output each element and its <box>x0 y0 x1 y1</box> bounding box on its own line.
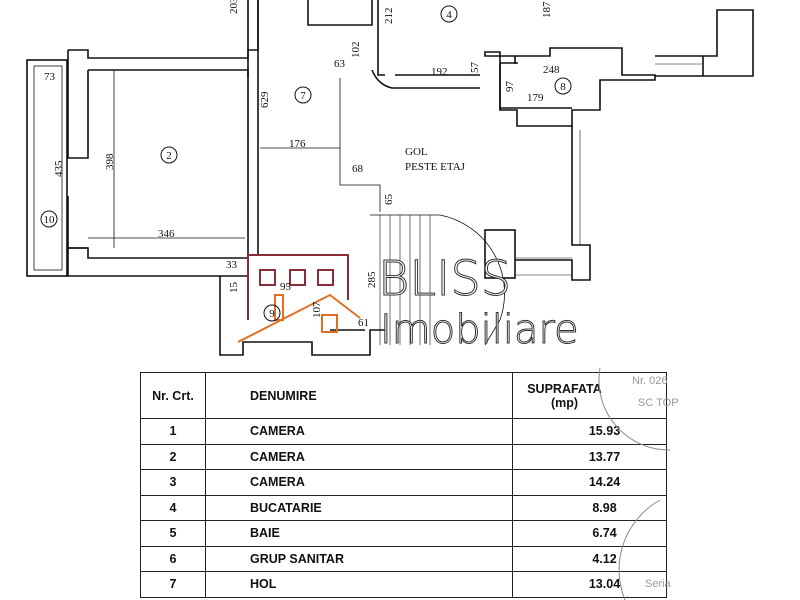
cell-nr: 7 <box>140 571 206 598</box>
cell-name: GRUP SANITAR <box>205 545 513 572</box>
header-nr: Nr. Crt. <box>140 372 206 419</box>
svg-text:7: 7 <box>300 90 306 102</box>
header-area: SUPRAFATA (mp) <box>512 372 667 419</box>
cell-nr: 4 <box>140 494 206 521</box>
dimension-labels: 203 212 187 102 63 73 629 176 68 65 435 … <box>44 0 560 329</box>
cell-area: 15.93 <box>512 418 667 445</box>
svg-text:65: 65 <box>383 194 395 206</box>
svg-text:107: 107 <box>311 301 323 318</box>
svg-text:102: 102 <box>350 42 362 59</box>
cell-name: CAMERA <box>205 443 513 470</box>
svg-text:15: 15 <box>228 282 240 294</box>
cell-area: 13.77 <box>512 443 667 470</box>
svg-text:629: 629 <box>259 91 271 108</box>
room-label-9: 9 <box>263 304 281 322</box>
svg-text:BLISS: BLISS <box>378 251 511 307</box>
cell-nr: 6 <box>140 545 206 572</box>
room-label-8: 8 <box>554 77 572 95</box>
svg-text:33: 33 <box>226 259 238 271</box>
cell-name: BUCATARIE <box>205 494 513 521</box>
svg-text:176: 176 <box>289 138 306 150</box>
svg-text:192: 192 <box>431 66 448 78</box>
cell-name: HOL <box>205 571 513 598</box>
svg-text:61: 61 <box>358 317 369 329</box>
svg-text:4: 4 <box>446 9 452 21</box>
cell-nr: 3 <box>140 469 206 496</box>
cell-area: 8.98 <box>512 494 667 521</box>
cell-name: BAIE <box>205 520 513 547</box>
svg-text:187: 187 <box>541 1 553 18</box>
cell-name: CAMERA <box>205 469 513 496</box>
svg-text:285: 285 <box>366 271 378 288</box>
logo-mark <box>237 254 361 343</box>
header-name: DENUMIRE <box>205 372 513 419</box>
room-labels: 2 4 7 8 9 10 GOL PESTE ETAJ <box>40 5 572 322</box>
void-label: GOL <box>405 146 428 158</box>
room-label-4: 4 <box>440 5 458 23</box>
svg-text:9: 9 <box>269 308 275 320</box>
cell-nr: 2 <box>140 443 206 470</box>
svg-text:63: 63 <box>334 58 346 70</box>
table-header-row: Nr. Crt. DENUMIRE SUPRAFATA (mp) <box>140 372 667 419</box>
floor-plan: 2 4 7 8 9 10 GOL PESTE ETAJ 203 212 187 … <box>26 0 754 356</box>
svg-text:2: 2 <box>166 150 172 162</box>
cell-area: 13.04 <box>512 571 667 598</box>
svg-text:435: 435 <box>53 160 65 177</box>
svg-text:97: 97 <box>504 81 516 93</box>
svg-text:398: 398 <box>104 153 116 170</box>
svg-text:346: 346 <box>158 228 175 240</box>
svg-text:10: 10 <box>44 214 56 226</box>
svg-text:203: 203 <box>228 0 240 14</box>
svg-text:95: 95 <box>280 281 292 293</box>
room-label-10: 10 <box>40 210 58 228</box>
svg-text:68: 68 <box>352 163 364 175</box>
room-label-7: 7 <box>294 86 312 104</box>
svg-text:179: 179 <box>527 92 544 104</box>
cell-area: 14.24 <box>512 469 667 496</box>
cell-nr: 5 <box>140 520 206 547</box>
void-label-2: PESTE ETAJ <box>405 161 466 173</box>
svg-text:212: 212 <box>383 8 395 25</box>
watermark: BLISS Imobiliare <box>378 251 580 354</box>
walls <box>26 0 754 356</box>
cell-name: CAMERA <box>205 418 513 445</box>
svg-text:57: 57 <box>469 62 481 74</box>
svg-text:73: 73 <box>44 71 56 83</box>
svg-text:8: 8 <box>560 81 566 93</box>
svg-text:248: 248 <box>543 64 560 76</box>
room-label-2: 2 <box>160 146 178 164</box>
cell-area: 6.74 <box>512 520 667 547</box>
cell-area: 4.12 <box>512 545 667 572</box>
cell-nr: 1 <box>140 418 206 445</box>
svg-text:Imobiliare: Imobiliare <box>380 307 579 353</box>
